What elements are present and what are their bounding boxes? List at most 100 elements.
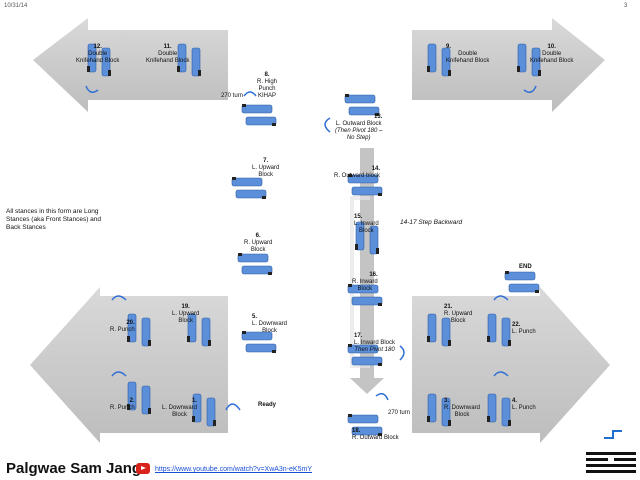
- heel-mark: [87, 66, 90, 72]
- header-page-number: 3: [624, 3, 628, 9]
- heel-mark: [127, 404, 130, 410]
- right-foot: [441, 47, 451, 77]
- heel-mark: [427, 336, 430, 342]
- left-foot: [347, 284, 379, 294]
- turn-label-270-top: 270 turn: [221, 93, 244, 99]
- top-left-direction-arrow: [33, 18, 228, 112]
- center-backward-arrow: [350, 148, 384, 394]
- heel-mark: [345, 94, 349, 97]
- header-date: 10/31/14: [4, 3, 28, 9]
- heel-mark: [427, 416, 430, 422]
- trigram-icon: [586, 452, 636, 474]
- foot-pair: [427, 313, 451, 347]
- heel-mark: [378, 433, 382, 436]
- heel-mark: [108, 70, 111, 76]
- foot-pair: [347, 414, 383, 436]
- heel-mark: [272, 123, 276, 126]
- right-foot: [141, 317, 151, 347]
- foot-pair: [427, 43, 451, 77]
- turn-arrows-group: [85, 85, 537, 411]
- right-foot: [351, 356, 383, 366]
- move-label-14: 14.R. Outward block: [334, 166, 381, 179]
- foot-pair: [487, 393, 511, 427]
- right-foot: [191, 47, 201, 77]
- heel-mark: [148, 340, 151, 346]
- heel-mark: [208, 340, 211, 346]
- turn-arrow: [225, 403, 241, 411]
- heel-mark: [508, 340, 511, 346]
- left-foot: [241, 331, 273, 341]
- heel-mark: [127, 336, 130, 342]
- heel-mark: [232, 177, 236, 180]
- right-foot: [351, 296, 383, 306]
- heel-mark: [378, 303, 382, 306]
- heel-mark: [242, 331, 246, 334]
- right-foot: [441, 317, 451, 347]
- heel-mark: [448, 70, 451, 76]
- youtube-icon[interactable]: [136, 463, 150, 474]
- heel-mark: [487, 416, 490, 422]
- foot-pair: [192, 393, 216, 427]
- left-foot: [347, 344, 379, 354]
- heel-mark: [427, 66, 430, 72]
- right-foot: [201, 317, 211, 347]
- right-foot: [141, 385, 151, 415]
- heel-mark: [487, 336, 490, 342]
- heel-mark: [348, 414, 352, 417]
- left-foot: [487, 313, 497, 343]
- left-foot: [127, 381, 137, 411]
- ready-label: Ready: [258, 402, 277, 408]
- move-label-22: 22.L. Punch: [512, 322, 536, 335]
- left-foot: [187, 313, 197, 343]
- foot-pair: [241, 331, 277, 353]
- right-foot: [369, 225, 379, 255]
- foot-pair: [241, 104, 277, 126]
- heel-mark: [376, 248, 379, 254]
- foot-pair: [231, 177, 267, 199]
- turn-arrow: [523, 85, 537, 93]
- turn-arrow: [399, 345, 405, 361]
- turn-label-270-bottom: 270 turn: [388, 410, 411, 416]
- heel-mark: [448, 420, 451, 426]
- foot-pair: [344, 94, 380, 116]
- turn-arrow: [324, 117, 331, 133]
- heel-mark: [238, 253, 242, 256]
- right-foot: [531, 47, 541, 77]
- left-foot: [347, 414, 379, 424]
- foot-pair: [504, 271, 540, 293]
- right-foot: [348, 106, 380, 116]
- turn-arrow: [493, 295, 509, 301]
- right-foot: [501, 317, 511, 347]
- right-foot: [101, 47, 111, 77]
- heel-mark: [187, 336, 190, 342]
- heel-mark: [262, 196, 266, 199]
- step-symbol-icon: [604, 430, 622, 440]
- video-link[interactable]: https://www.youtube.com/watch?v=XwA3n-eK…: [155, 466, 312, 473]
- move-label-18: 18.R. Outward Block: [352, 428, 399, 441]
- left-foot: [427, 313, 437, 343]
- heel-mark: [355, 244, 358, 250]
- left-foot: [517, 43, 527, 73]
- foot-pair: [187, 313, 211, 347]
- heel-mark: [348, 284, 352, 287]
- left-foot: [231, 177, 263, 187]
- heel-mark: [348, 344, 352, 347]
- right-foot: [245, 116, 277, 126]
- left-foot: [344, 94, 376, 104]
- heel-mark: [517, 66, 520, 72]
- left-foot: [237, 253, 269, 263]
- heel-mark: [177, 66, 180, 72]
- foot-pair: [347, 174, 383, 196]
- heel-mark: [448, 340, 451, 346]
- foot-pair: [427, 393, 451, 427]
- heel-mark: [242, 104, 246, 107]
- foot-pair: [355, 221, 379, 255]
- left-foot: [241, 104, 273, 114]
